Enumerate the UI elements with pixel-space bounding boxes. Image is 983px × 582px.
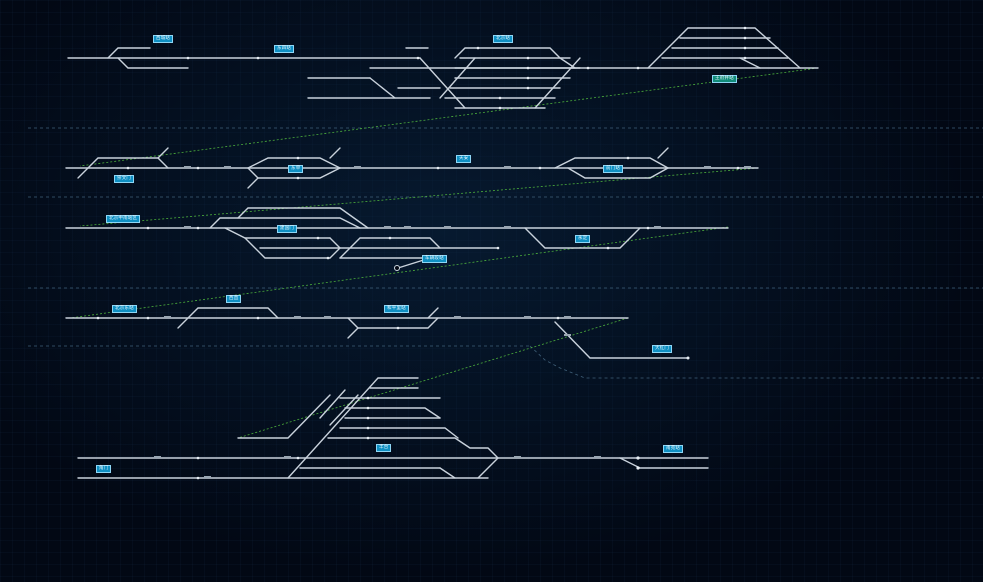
block-markers (154, 166, 751, 478)
signal-markers (96, 26, 747, 480)
section-3-tracks (65, 207, 729, 269)
section-2-tracks (65, 147, 759, 189)
station-label[interactable]: 大红门 (652, 345, 673, 353)
station-label[interactable]: 崇文门 (114, 175, 135, 183)
section-separators (28, 127, 983, 379)
station-label[interactable]: 东单 (288, 165, 304, 173)
station-label[interactable]: 前门站 (603, 165, 624, 173)
depot-node[interactable] (394, 265, 400, 271)
station-label[interactable]: 建国门 (277, 225, 298, 233)
station-label[interactable]: 南苑站 (663, 445, 684, 453)
station-label[interactable]: 和平里站 (384, 305, 409, 313)
station-label[interactable]: 东四站 (274, 45, 295, 53)
station-label[interactable]: 北京中南站区 (106, 215, 141, 223)
station-label[interactable]: 角门 (96, 465, 112, 473)
section-5-tracks (77, 377, 709, 479)
station-label[interactable]: 车辆段站 (422, 255, 447, 263)
station-label[interactable]: 王府井站 (712, 75, 737, 83)
section-4-tracks (65, 307, 689, 359)
station-label[interactable]: 天安 (456, 155, 472, 163)
section-1-tracks (67, 27, 819, 109)
station-label[interactable]: 西城站 (153, 35, 174, 43)
station-label[interactable]: 北京站 (493, 35, 514, 43)
station-label[interactable]: 丰台 (376, 444, 392, 452)
station-label[interactable]: 永定 (575, 235, 591, 243)
station-label[interactable]: 西直 (226, 295, 242, 303)
station-label[interactable]: 北京东站 (112, 305, 137, 313)
route-links (69, 67, 819, 439)
